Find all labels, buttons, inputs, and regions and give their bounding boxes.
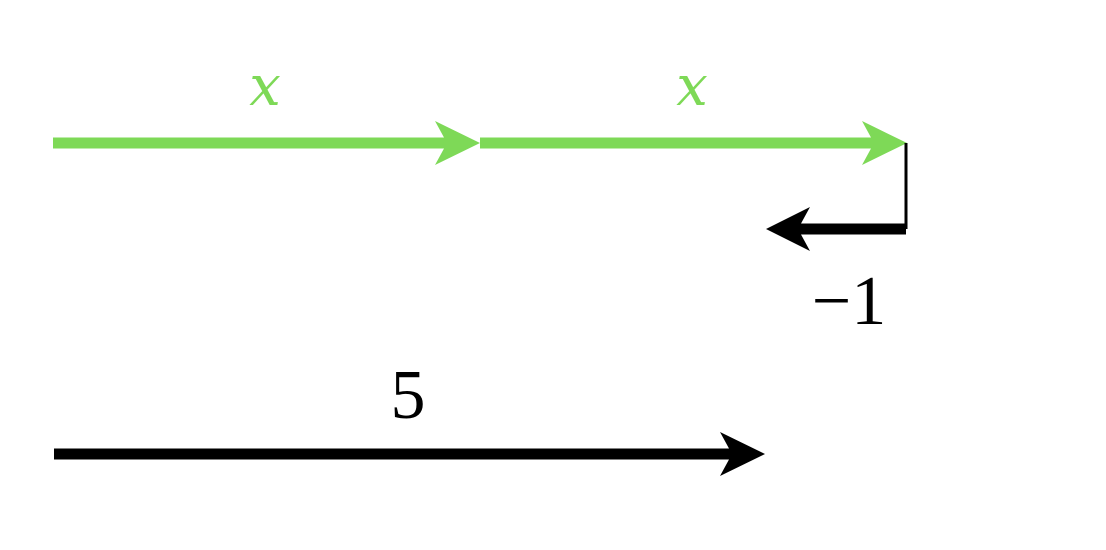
minus-one-label: −1 — [812, 263, 886, 340]
five-label: 5 — [391, 357, 426, 434]
green-arrow-1-label: x — [249, 54, 281, 119]
minus-one-arrow-head — [766, 207, 810, 251]
five-arrow — [54, 432, 765, 476]
green-arrow-2-label: x — [676, 54, 708, 119]
green-arrow-2-head — [862, 121, 907, 165]
green-arrow-x-1 — [53, 121, 480, 165]
green-arrow-1-head — [435, 121, 480, 165]
five-arrow-head — [720, 432, 765, 476]
green-arrow-x-2 — [480, 121, 907, 165]
minus-one-arrow — [766, 143, 908, 251]
